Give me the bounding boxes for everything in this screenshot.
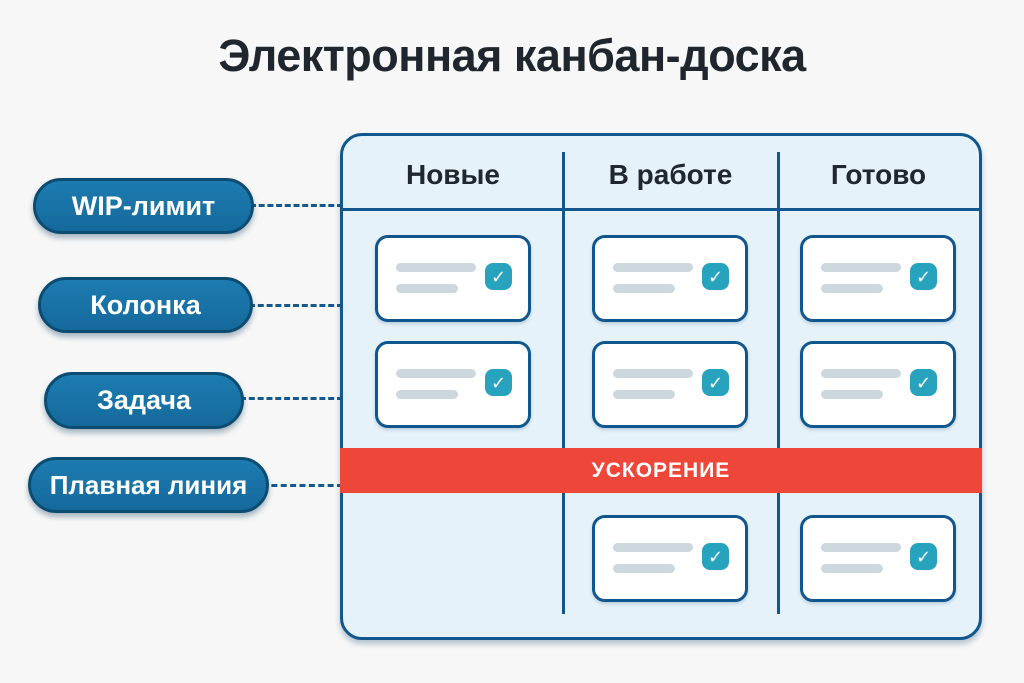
annotation-pill-column: Колонка [38,277,253,333]
banner-label: УСКОРЕНИЕ [591,458,731,482]
card-text-placeholder [821,369,901,378]
task-card: ✓ [592,515,748,602]
check-glyph: ✓ [915,372,932,393]
card-text-placeholder [613,369,693,378]
task-card: ✓ [800,515,956,602]
annotation-label: Колонка [90,289,201,320]
card-text-placeholder [821,284,883,293]
task-card: ✓ [800,235,956,322]
check-glyph: ✓ [915,546,932,567]
column-divider [777,152,780,614]
card-text-placeholder [396,369,476,378]
kanban-board: Новые В работе Готово ✓ ✓ ✓ ✓ [340,133,982,640]
connector-line-wip-limit [250,204,343,207]
check-glyph: ✓ [490,372,507,393]
checkmark-icon: ✓ [485,263,512,290]
check-glyph: ✓ [707,266,724,287]
check-glyph: ✓ [707,372,724,393]
task-card: ✓ [800,341,956,428]
column-header-new: Новые [405,159,501,190]
card-text-placeholder [821,543,901,552]
checkmark-icon: ✓ [702,543,729,570]
column-header-in-progress: В работе [608,159,733,190]
page-title: Электронная канбан-доска [218,30,806,81]
annotation-label: Задача [96,385,192,415]
task-card: ✓ [375,235,531,322]
card-text-placeholder [821,390,883,399]
connector-line-swimlane [262,484,343,487]
checkmark-icon: ✓ [702,263,729,290]
board-header: Новые В работе Готово [343,136,979,211]
card-text-placeholder [396,263,476,272]
annotation-pill-swimlane: Плавная линия [28,457,269,513]
check-glyph: ✓ [915,266,932,287]
card-text-placeholder [821,263,901,272]
card-text-placeholder [613,263,693,272]
task-card: ✓ [592,341,748,428]
card-text-placeholder [613,390,675,399]
column-header-done: Готово [830,159,927,190]
check-glyph: ✓ [707,546,724,567]
column-divider [562,152,565,614]
annotation-pill-task: Задача [44,372,244,429]
annotation-label: WIP-лимит [71,190,216,221]
card-text-placeholder [821,564,883,573]
card-text-placeholder [613,564,675,573]
checkmark-icon: ✓ [910,369,937,396]
card-text-placeholder [613,284,675,293]
checkmark-icon: ✓ [910,543,937,570]
annotation-pill-wip-limit: WIP-лимит [33,178,254,234]
task-card: ✓ [375,341,531,428]
annotation-label: Плавная линия [49,469,248,500]
card-text-placeholder [396,284,458,293]
checkmark-icon: ✓ [702,369,729,396]
card-text-placeholder [396,390,458,399]
checkmark-icon: ✓ [910,263,937,290]
connector-line-task [240,397,343,400]
task-card: ✓ [592,235,748,322]
acceleration-banner: УСКОРЕНИЕ [340,448,982,493]
checkmark-icon: ✓ [485,369,512,396]
card-text-placeholder [613,543,693,552]
check-glyph: ✓ [490,266,507,287]
connector-line-column [249,304,343,307]
